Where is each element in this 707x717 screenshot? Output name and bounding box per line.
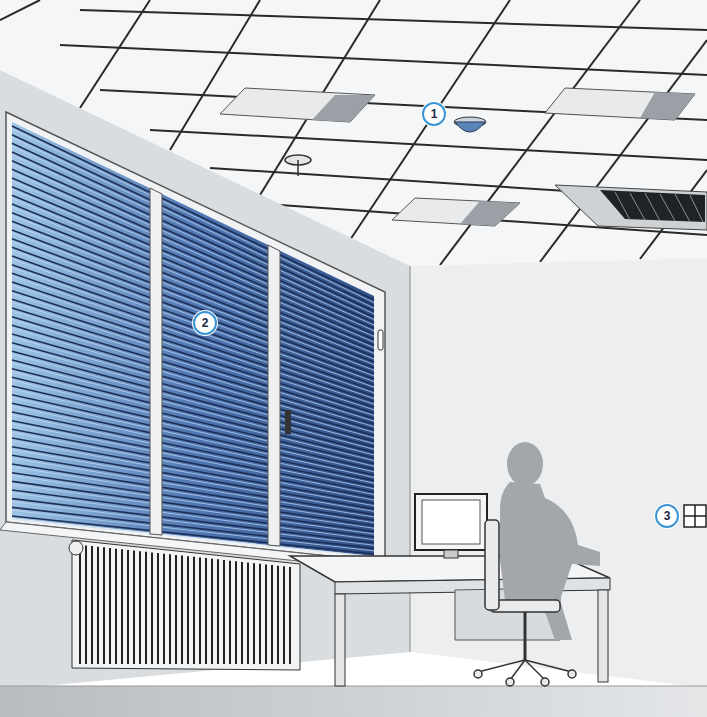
blind-slat — [12, 473, 374, 526]
radiator-rib — [79, 545, 81, 664]
radiator-rib — [157, 553, 159, 664]
blind-slat-highlight — [12, 441, 374, 506]
callout-number: 2 — [193, 311, 217, 335]
floor — [0, 686, 707, 717]
window-blinds — [12, 122, 374, 556]
radiator-rib — [175, 555, 177, 664]
radiator — [69, 540, 300, 670]
back-wall — [410, 258, 707, 688]
blind-slat-highlight — [12, 363, 374, 455]
radiator-rib — [217, 559, 219, 664]
blind-slat-highlight — [12, 346, 374, 444]
radiator-rib — [265, 564, 267, 664]
monitor — [415, 494, 487, 558]
room-control-panel — [684, 505, 706, 527]
window-handle — [378, 330, 383, 350]
blind-slat-highlight — [12, 172, 374, 330]
ventilation-grille — [555, 185, 707, 230]
radiator-rib — [235, 561, 237, 664]
radiator-rib — [247, 563, 249, 664]
radiator-rib — [181, 556, 183, 664]
blind-slat — [12, 403, 374, 480]
radiator-rib — [85, 545, 87, 664]
radiator-rib — [205, 558, 207, 664]
blind-slat — [12, 230, 374, 368]
wall-corner — [410, 266, 411, 652]
radiator-rib — [187, 556, 189, 664]
presence-sensor — [454, 117, 486, 132]
blind-slat-highlight — [12, 398, 374, 478]
radiator-rib — [115, 549, 117, 664]
radiator-rib — [211, 559, 213, 664]
radiator-rib — [199, 557, 201, 664]
radiator-rib — [133, 551, 135, 664]
radiator-rib — [277, 566, 279, 664]
radiator-rib — [163, 554, 165, 664]
blind-slat — [12, 299, 374, 413]
radiator-rib — [109, 548, 111, 664]
radiator-rib — [127, 550, 129, 664]
window-mullion — [150, 188, 280, 546]
radiator-rib — [139, 551, 141, 664]
blind-slat-highlight — [12, 138, 374, 308]
radiator-rib — [271, 565, 273, 664]
blind-slat-highlight — [12, 484, 374, 534]
blind-slat-highlight — [12, 164, 374, 325]
blind-slat — [12, 204, 374, 351]
blind-slats — [12, 126, 374, 557]
blind-slat-highlight — [12, 146, 374, 313]
blind-slat-highlight — [12, 207, 374, 353]
blind-slat-highlight — [12, 259, 374, 387]
callout-number: 3 — [655, 504, 679, 528]
blind-slat — [12, 438, 374, 503]
callout-number: 1 — [422, 102, 446, 126]
blind-slat — [12, 239, 374, 374]
blind-slat — [12, 169, 374, 328]
side-wall — [0, 70, 410, 690]
radiator-rib — [145, 552, 147, 664]
blind-slat — [12, 178, 374, 334]
radiator-rib — [193, 557, 195, 664]
radiator-rib — [97, 547, 99, 664]
radiator-rib — [151, 552, 153, 664]
radiator-rib — [259, 564, 261, 664]
blind-slat-highlight — [12, 129, 374, 303]
radiator-rib — [103, 547, 105, 664]
radiator-rib — [121, 549, 123, 664]
radiator-rib — [229, 561, 231, 664]
blind-slat-highlight — [12, 519, 374, 557]
smoke-detector — [285, 155, 311, 176]
blind-slat-highlight — [12, 285, 374, 404]
radiator-rib — [241, 562, 243, 664]
window-handle — [285, 410, 291, 434]
blind-slat-highlight — [12, 406, 374, 483]
window-frame — [6, 112, 385, 562]
radiator-rib — [91, 546, 93, 664]
blind-slat-highlight — [12, 502, 374, 546]
radiator-rib — [283, 566, 285, 664]
radiator-rib — [169, 554, 171, 664]
office-chair — [474, 520, 576, 686]
radiator-rib — [253, 563, 255, 664]
blind-slat-highlight — [12, 432, 374, 500]
radiator-rib — [223, 560, 225, 664]
blind-slat-highlight — [12, 328, 374, 432]
blind-slat — [12, 317, 374, 425]
radiator-rib — [289, 567, 291, 664]
